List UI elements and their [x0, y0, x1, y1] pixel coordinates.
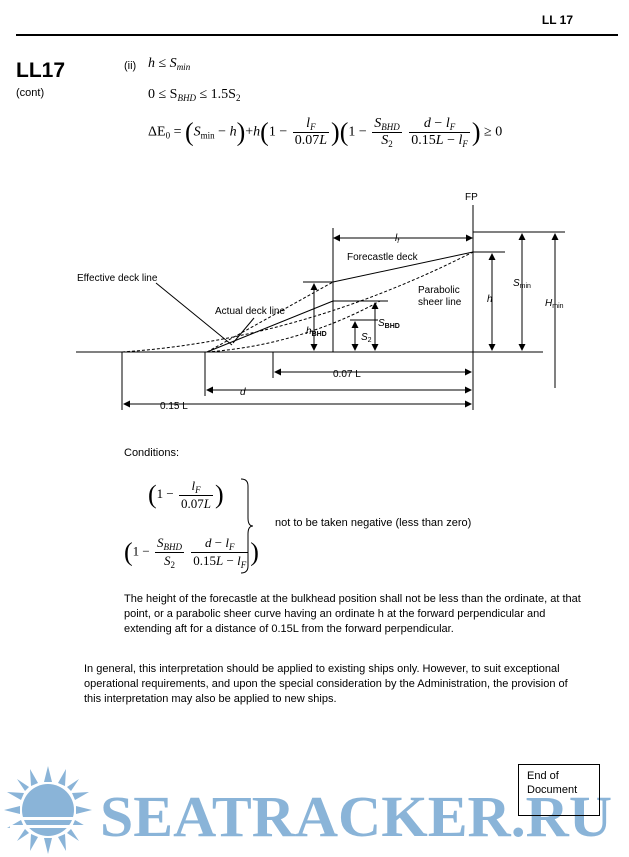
end-line-2: Document: [527, 784, 578, 796]
forecastle-deck-line: [332, 251, 474, 283]
s2-label: S2: [361, 332, 372, 344]
hbhd-label: hBHD: [306, 326, 327, 338]
l015-label: 0.15 L: [160, 401, 188, 412]
watermark-text: SEATRACKER.RU: [100, 784, 612, 849]
condition-sbhd-range: 0 ≤ SBHD ≤ 1.5S2: [148, 87, 241, 103]
condition-note: not to be taken negative (less than zero…: [275, 517, 472, 529]
header-rule-line: [16, 34, 618, 36]
actual-deck-line-label: Actual deck line: [215, 306, 285, 317]
parabolic-sheer-line: [121, 251, 474, 353]
condition-h-le-smin: h ≤ Smin: [148, 56, 191, 72]
paragraph-forecastle-height: The height of the forecastle at the bulk…: [124, 593, 581, 635]
h-label: h: [487, 294, 493, 305]
sbhd-label: SBHD: [378, 318, 400, 330]
d-label: d: [240, 387, 246, 398]
formula-item-label: (ii): [124, 60, 137, 72]
fp-label: FP: [465, 192, 478, 203]
forecastle-deck-label: Forecastle deck: [347, 252, 419, 263]
smin-label: Smin: [513, 278, 531, 290]
effective-deck-line-label: Effective deck line: [77, 273, 158, 284]
rule-code: LL17: [16, 59, 66, 82]
l007-label: 0.07 L: [333, 369, 361, 380]
condition-brace: [240, 478, 254, 574]
conditions-title: Conditions:: [124, 447, 180, 459]
sun-logo-icon: [4, 766, 92, 854]
parabolic-label-1: Parabolic: [418, 285, 460, 296]
actual-deck-leader: [232, 317, 255, 344]
lf-label: lf: [395, 233, 400, 245]
effective-deck-leader: [155, 282, 233, 346]
end-line-1: End of: [527, 770, 559, 782]
header-rule-code: LL 17: [541, 13, 573, 27]
forecastle-diagram: FP lf Forecastle deck Effective deck lin…: [76, 192, 565, 412]
parabolic-label-2: sheer line: [418, 297, 462, 308]
hmin-label: Hmin: [545, 298, 564, 310]
rule-cont: (cont): [16, 87, 45, 99]
end-of-document-box: End of Document: [518, 764, 600, 816]
paragraph-application: In general, this interpretation should b…: [84, 663, 568, 705]
watermark: SEATRACKER.RU: [4, 766, 612, 854]
